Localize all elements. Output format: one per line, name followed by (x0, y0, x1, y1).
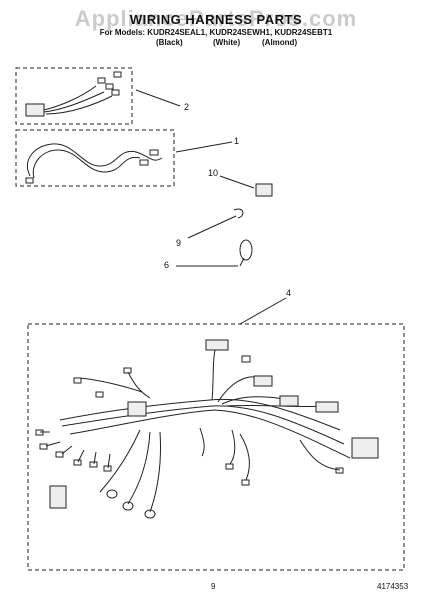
part-1-box (15, 129, 175, 187)
part-2-connector (25, 103, 45, 117)
document-number: 4174353 (377, 582, 409, 591)
part-4-box (27, 323, 405, 571)
connector-left (127, 401, 147, 417)
page-number: 9 (211, 582, 216, 591)
page-title: WIRING HARNESS PARTS (129, 12, 303, 27)
part-9-wire (233, 208, 244, 219)
callout-6: 6 (164, 260, 170, 270)
callout-4: 4 (286, 288, 292, 298)
leader-2 (135, 89, 181, 107)
part-4-trunk (59, 398, 341, 431)
leader-1 (175, 141, 233, 153)
watermark-text: AppliancePartsPros.com (74, 6, 358, 31)
part-1-wire-a (27, 143, 163, 177)
model-list: For Models: KUDR24SEAL1, KUDR24SEWH1, KU… (99, 28, 333, 37)
callout-1: 1 (234, 136, 240, 146)
leader-4 (239, 297, 287, 325)
color-almond: (Almond) (262, 38, 298, 47)
leader-9 (187, 215, 237, 239)
connector-top (205, 339, 229, 351)
connector-bottom-left (49, 485, 67, 509)
leader-10 (219, 175, 255, 189)
callout-2: 2 (184, 102, 190, 112)
part-2-box (15, 67, 133, 125)
color-black: (Black) (156, 38, 183, 47)
part-1-wire-b (32, 149, 141, 179)
callout-9: 9 (176, 238, 182, 248)
part-6-ring (239, 239, 253, 261)
connector-right (351, 437, 379, 459)
callout-10: 10 (208, 168, 219, 178)
part-10-connector (255, 183, 273, 197)
part-2-wires (43, 85, 113, 115)
color-white: (White) (213, 38, 241, 47)
